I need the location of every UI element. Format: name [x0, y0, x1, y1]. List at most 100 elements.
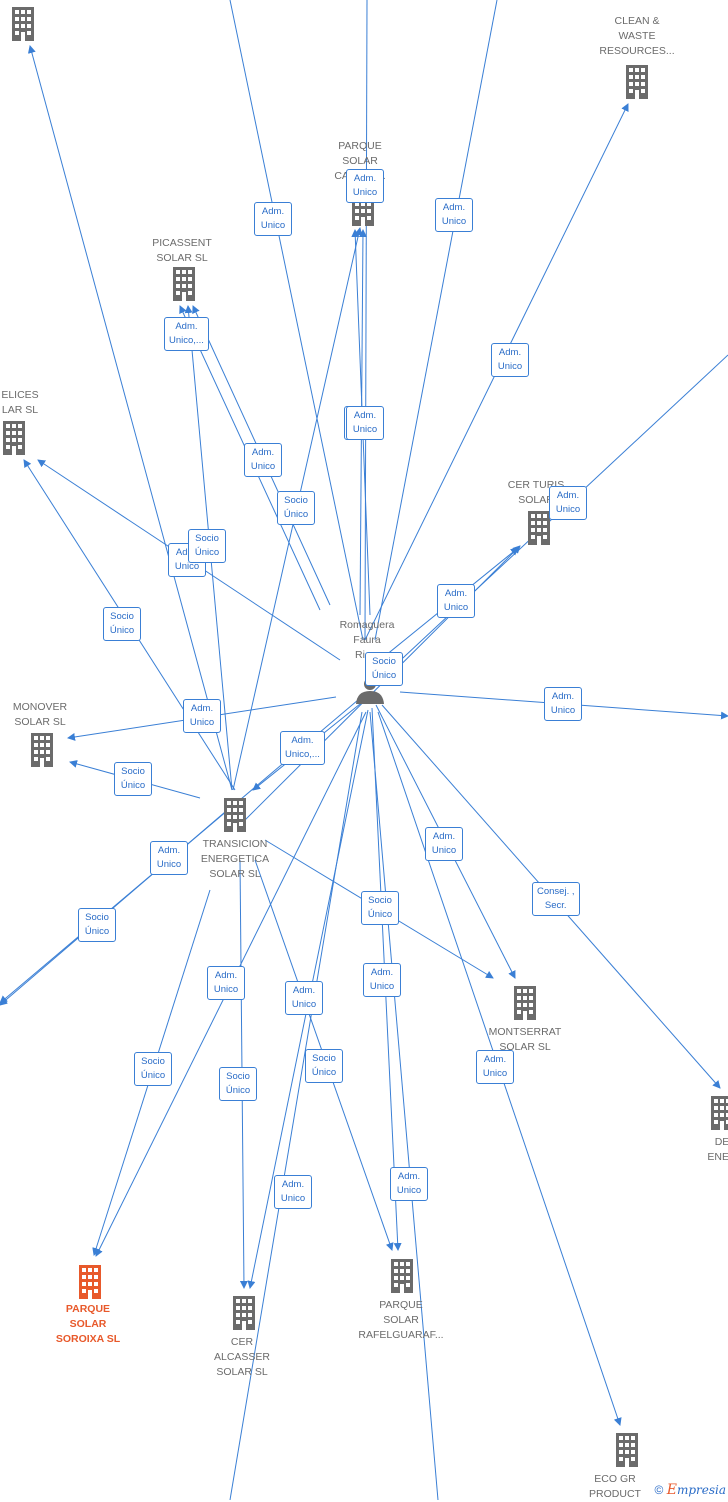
badge-text: Adm. — [370, 967, 394, 978]
badge-text: Unico — [443, 602, 469, 613]
relationship-badge[interactable]: Adm.Unico — [491, 343, 529, 377]
node-label-monover[interactable]: MONOVER SOLAR SL — [0, 700, 100, 730]
building-icon[interactable] — [173, 267, 195, 301]
node-label-line: SOLAR SL — [216, 1366, 268, 1378]
brand-name: mpresia — [676, 1483, 726, 1497]
relationship-badge[interactable]: Adm.Unico — [274, 1175, 312, 1209]
node-label-line: SOLAR — [383, 1314, 419, 1326]
relationship-badge[interactable]: Adm.Unico — [254, 202, 292, 236]
badge-text: Unico — [555, 504, 581, 515]
building-icon[interactable] — [626, 65, 648, 99]
relationship-badge[interactable]: Adm.Unico — [425, 827, 463, 861]
node-label-line: LAR SL — [1, 404, 39, 416]
badge-text: Adm. — [292, 985, 316, 996]
node-label-line: SOROIXA SL — [55, 1333, 121, 1345]
badge-text: Adm. — [432, 831, 456, 842]
relationship-badge[interactable]: Adm.Unico — [435, 198, 473, 232]
badge-text: Socio — [312, 1053, 336, 1064]
building-icon[interactable] — [12, 7, 34, 41]
node-label-line: SOLAR — [69, 1318, 107, 1330]
node-label-line: ECO GR — [594, 1473, 636, 1485]
badge-text: Único — [225, 1085, 251, 1096]
building-icon[interactable] — [514, 986, 536, 1020]
node-label-line: CLEAN & — [614, 15, 660, 27]
relationship-badge[interactable]: Adm. Unico — [363, 963, 401, 997]
node-label-line: PICASSENT — [152, 237, 212, 249]
badge-text: Adm. — [551, 691, 575, 702]
building-icon[interactable] — [616, 1433, 638, 1467]
node-label-line: SOLAR — [518, 494, 554, 506]
badge-text: Único — [194, 547, 220, 558]
node-label-picassent[interactable]: PICASSENT SOLAR SL — [122, 236, 242, 266]
node-label-line: SOLAR SL — [14, 716, 66, 728]
badge-text: Adm. — [214, 970, 238, 981]
building-icon[interactable] — [31, 733, 53, 767]
relationship-badge[interactable]: Adm. Unico — [207, 966, 245, 1000]
node-label-de-ener[interactable]: DEENER — [662, 1135, 728, 1165]
relationship-badge[interactable]: Adm.Unico — [244, 443, 282, 477]
node-label-line: ALCASSER — [213, 1351, 271, 1363]
relationship-badge[interactable]: Adm.Unico,... — [280, 731, 325, 765]
building-icon[interactable] — [391, 1259, 413, 1293]
edge-line — [364, 0, 368, 641]
badge-text: Socio — [121, 766, 145, 777]
badge-text: Unico — [369, 981, 395, 992]
node-label-line: MONOVER — [12, 701, 68, 713]
badge-text: Socio — [372, 656, 396, 667]
badge-text: Unico — [550, 705, 576, 716]
relationship-badge[interactable]: Consej. ,Secr. — [532, 882, 580, 916]
badge-text: Unico — [260, 220, 286, 231]
node-label-line: RAFELGUARAF... — [358, 1329, 444, 1341]
node-label-line: DE — [714, 1136, 728, 1148]
node-icons — [3, 7, 728, 1467]
badge-text: Adm. — [291, 735, 314, 746]
node-label-line: MONTSERRAT — [488, 1026, 562, 1038]
badge-text: Adm. — [498, 347, 522, 358]
relationship-badge[interactable]: Adm.Unico — [437, 584, 475, 618]
relationship-badge[interactable]: Adm. Unico — [544, 687, 582, 721]
relationship-badge[interactable]: Adm.Unico — [390, 1167, 428, 1201]
badge-text: Adm. — [556, 490, 580, 501]
badge-text: Unico — [213, 984, 239, 995]
node-label-line: SOLAR SL — [156, 252, 208, 264]
brand-initial: E — [666, 1482, 677, 1498]
badge-text: Único — [140, 1070, 166, 1081]
badge-text: Unico — [482, 1068, 508, 1079]
relationship-badge[interactable]: Adm.Unico,... — [164, 317, 209, 351]
relationship-badge[interactable]: Adm.Unico — [346, 169, 384, 203]
relationship-badge[interactable]: Adm.Unico — [346, 406, 384, 440]
building-icon[interactable] — [711, 1096, 728, 1130]
relationship-badge[interactable]: Adm.Unico — [285, 981, 323, 1015]
building-icon[interactable] — [528, 511, 550, 545]
node-label-line: ENERGETICA — [200, 853, 270, 865]
relationship-badge[interactable]: Adm.Unico — [150, 841, 188, 875]
building-icon[interactable] — [79, 1265, 101, 1299]
relationship-badge[interactable]: Adm.Unico — [183, 699, 221, 733]
building-icon[interactable] — [233, 1296, 255, 1330]
building-icon[interactable] — [3, 421, 25, 455]
badge-text: Adm. — [483, 1054, 507, 1065]
badge-text: Adm. — [157, 845, 181, 856]
badge-text: Unico — [250, 461, 276, 472]
relationship-badge[interactable]: Adm. Unico — [476, 1050, 514, 1084]
building-icon[interactable] — [224, 798, 246, 832]
relationship-badge[interactable]: Adm. Unico — [549, 486, 587, 520]
